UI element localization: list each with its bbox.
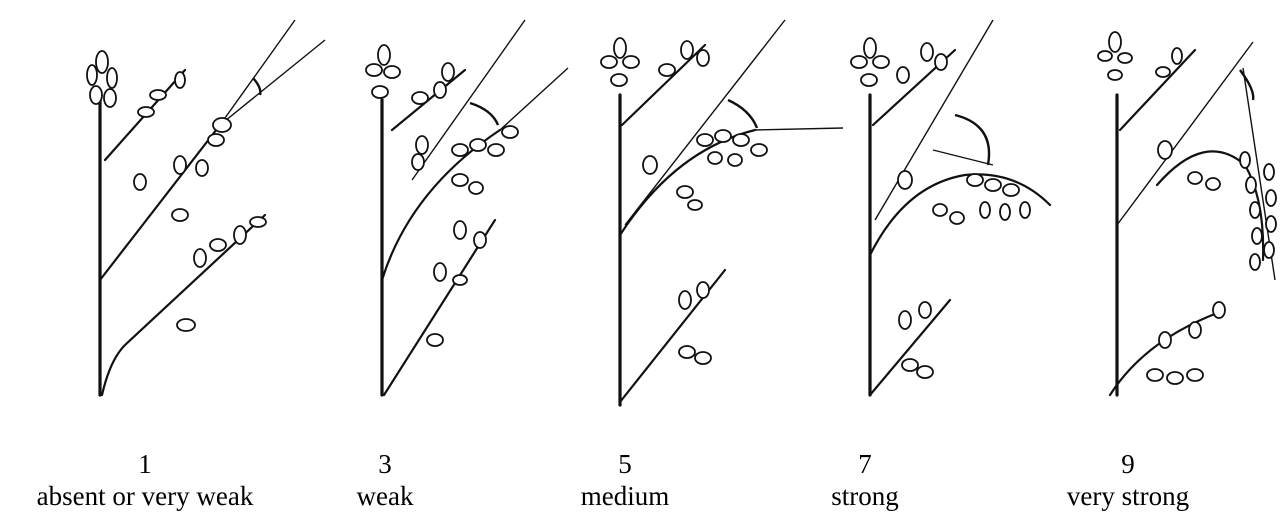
description-label: absent or very weak — [36, 481, 254, 511]
caption-panel-5: 5 medium — [505, 448, 745, 512]
caption-panel-9: 9 very strong — [1008, 448, 1248, 512]
drawing-medium — [600, 19, 844, 407]
caption-panel-3: 3 weak — [265, 448, 505, 512]
caption-panel-1: 1 absent or very weak — [25, 448, 265, 512]
score-label: 9 — [1121, 449, 1135, 479]
drawing-very-strong — [1097, 31, 1277, 397]
caption-panel-7: 7 strong — [745, 448, 985, 512]
score-label: 1 — [138, 449, 152, 479]
description-label: strong — [831, 481, 899, 511]
drawing-strong — [850, 19, 1052, 397]
description-label: very strong — [1066, 481, 1190, 511]
description-label: weak — [356, 481, 414, 511]
score-label: 5 — [618, 449, 632, 479]
score-label: 3 — [378, 449, 392, 479]
drawing-absent-or-very-weak — [86, 19, 326, 397]
description-label: medium — [580, 481, 670, 511]
score-label: 7 — [858, 449, 872, 479]
drawing-weak — [365, 19, 569, 397]
